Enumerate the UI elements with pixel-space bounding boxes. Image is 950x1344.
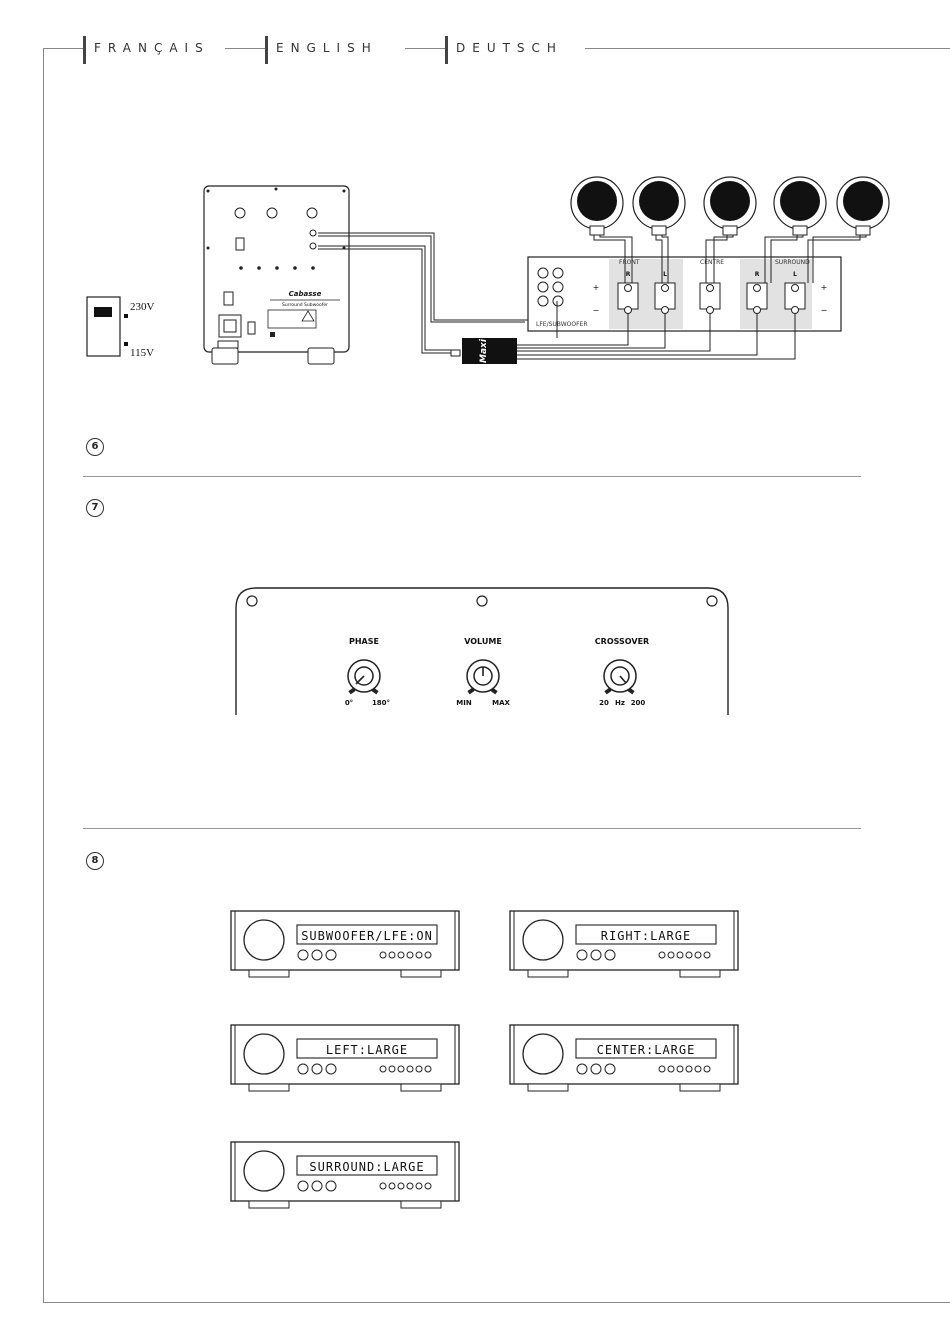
- voltage-115-label: 115V: [130, 347, 154, 359]
- speaker-5: [836, 176, 890, 236]
- volume-label: VOLUME: [464, 637, 502, 646]
- section-8-marker: 8: [86, 852, 104, 870]
- maxi-label: Maxi: [479, 338, 489, 363]
- sub-brand-label: Cabasse: [289, 290, 322, 298]
- plus-b: +: [821, 283, 828, 292]
- control-panel: PHASE VOLUME CROSSOVER 0° 180° MIN MAX: [235, 587, 729, 715]
- display-left: LEFT:LARGE: [326, 1043, 408, 1057]
- speaker-4: [773, 176, 827, 236]
- section-7-marker: 7: [86, 499, 104, 517]
- subwoofer-rear-panel: Cabasse Surround Subwoofer: [203, 185, 350, 365]
- crossover-knob[interactable]: [603, 659, 637, 695]
- receiver-subwoofer: SUBWOOFER/LFE:ON: [230, 910, 460, 978]
- speaker-1: [570, 176, 624, 236]
- amp-surround-label: SURROUND: [775, 259, 810, 266]
- amp-r1-label: R: [626, 271, 631, 278]
- speaker-2: [632, 176, 686, 236]
- display-center: CENTER:LARGE: [597, 1043, 696, 1057]
- sub-model-label: Surround Subwoofer: [282, 302, 328, 308]
- amp-lfe-label: LFE/SUBWOOFER: [536, 321, 588, 328]
- lang-francais[interactable]: FRANÇAIS: [94, 41, 210, 55]
- divider-2: [83, 828, 861, 829]
- volume-max-label: MAX: [492, 699, 510, 707]
- header-line-b: [225, 48, 265, 49]
- phase-min-label: 0°: [345, 699, 353, 707]
- speaker-3: [703, 176, 757, 236]
- voltage-selector: 230V 115V: [86, 296, 155, 359]
- crossover-unit-label: Hz: [615, 699, 625, 707]
- receiver-displays: SUBWOOFER/LFE:ON RIGHT:LARGE LEFT:LARGE …: [230, 910, 739, 1209]
- lang-deutsch[interactable]: DEUTSCH: [456, 41, 563, 55]
- receiver-left: LEFT:LARGE: [230, 1024, 460, 1092]
- header-tick-2: [265, 36, 268, 64]
- amp-l2-label: L: [793, 271, 797, 278]
- divider-1: [83, 476, 861, 477]
- phase-max-label: 180°: [372, 699, 390, 707]
- speaker-row: [570, 176, 890, 236]
- crossover-min-label: 20: [599, 699, 609, 707]
- amp-front-label: FRONT: [619, 259, 640, 266]
- header-line-a: [43, 48, 83, 49]
- plus-a: +: [593, 283, 600, 292]
- header-tick-3: [445, 36, 448, 64]
- amplifier-panel: FRONT CENTRE SURROUND R L R L LFE/SUBWOO…: [527, 256, 842, 332]
- header-line-c: [405, 48, 445, 49]
- bottom-frame-line: [43, 1302, 950, 1303]
- minus-a: −: [593, 306, 600, 315]
- amp-r2-label: R: [755, 271, 760, 278]
- minus-b: −: [821, 306, 828, 315]
- maxi-adapter: Maxi: [450, 338, 517, 364]
- amp-l1-label: L: [663, 271, 667, 278]
- phase-label: PHASE: [349, 637, 379, 646]
- cables: [318, 232, 867, 360]
- crossover-label: CROSSOVER: [595, 637, 649, 646]
- lang-english[interactable]: ENGLISH: [276, 41, 378, 55]
- display-right: RIGHT:LARGE: [601, 929, 691, 943]
- wiring-diagram: 230V 115V Cabasse Surround Subwoofer: [86, 176, 890, 365]
- volume-knob[interactable]: [466, 659, 500, 695]
- header-tick-1: [83, 36, 86, 64]
- receiver-right: RIGHT:LARGE: [509, 910, 739, 978]
- section-6-marker: 6: [86, 438, 104, 456]
- volume-min-label: MIN: [456, 699, 472, 707]
- voltage-230-label: 230V: [130, 301, 155, 313]
- display-subwoofer: SUBWOOFER/LFE:ON: [301, 929, 433, 943]
- receiver-surround: SURROUND:LARGE: [230, 1141, 460, 1209]
- receiver-center: CENTER:LARGE: [509, 1024, 739, 1092]
- left-margin-line: [43, 48, 44, 1303]
- display-surround: SURROUND:LARGE: [309, 1160, 424, 1174]
- amp-centre-label: CENTRE: [700, 259, 724, 266]
- phase-knob[interactable]: [347, 659, 381, 695]
- header-line-d: [585, 48, 950, 49]
- crossover-max-label: 200: [631, 699, 646, 707]
